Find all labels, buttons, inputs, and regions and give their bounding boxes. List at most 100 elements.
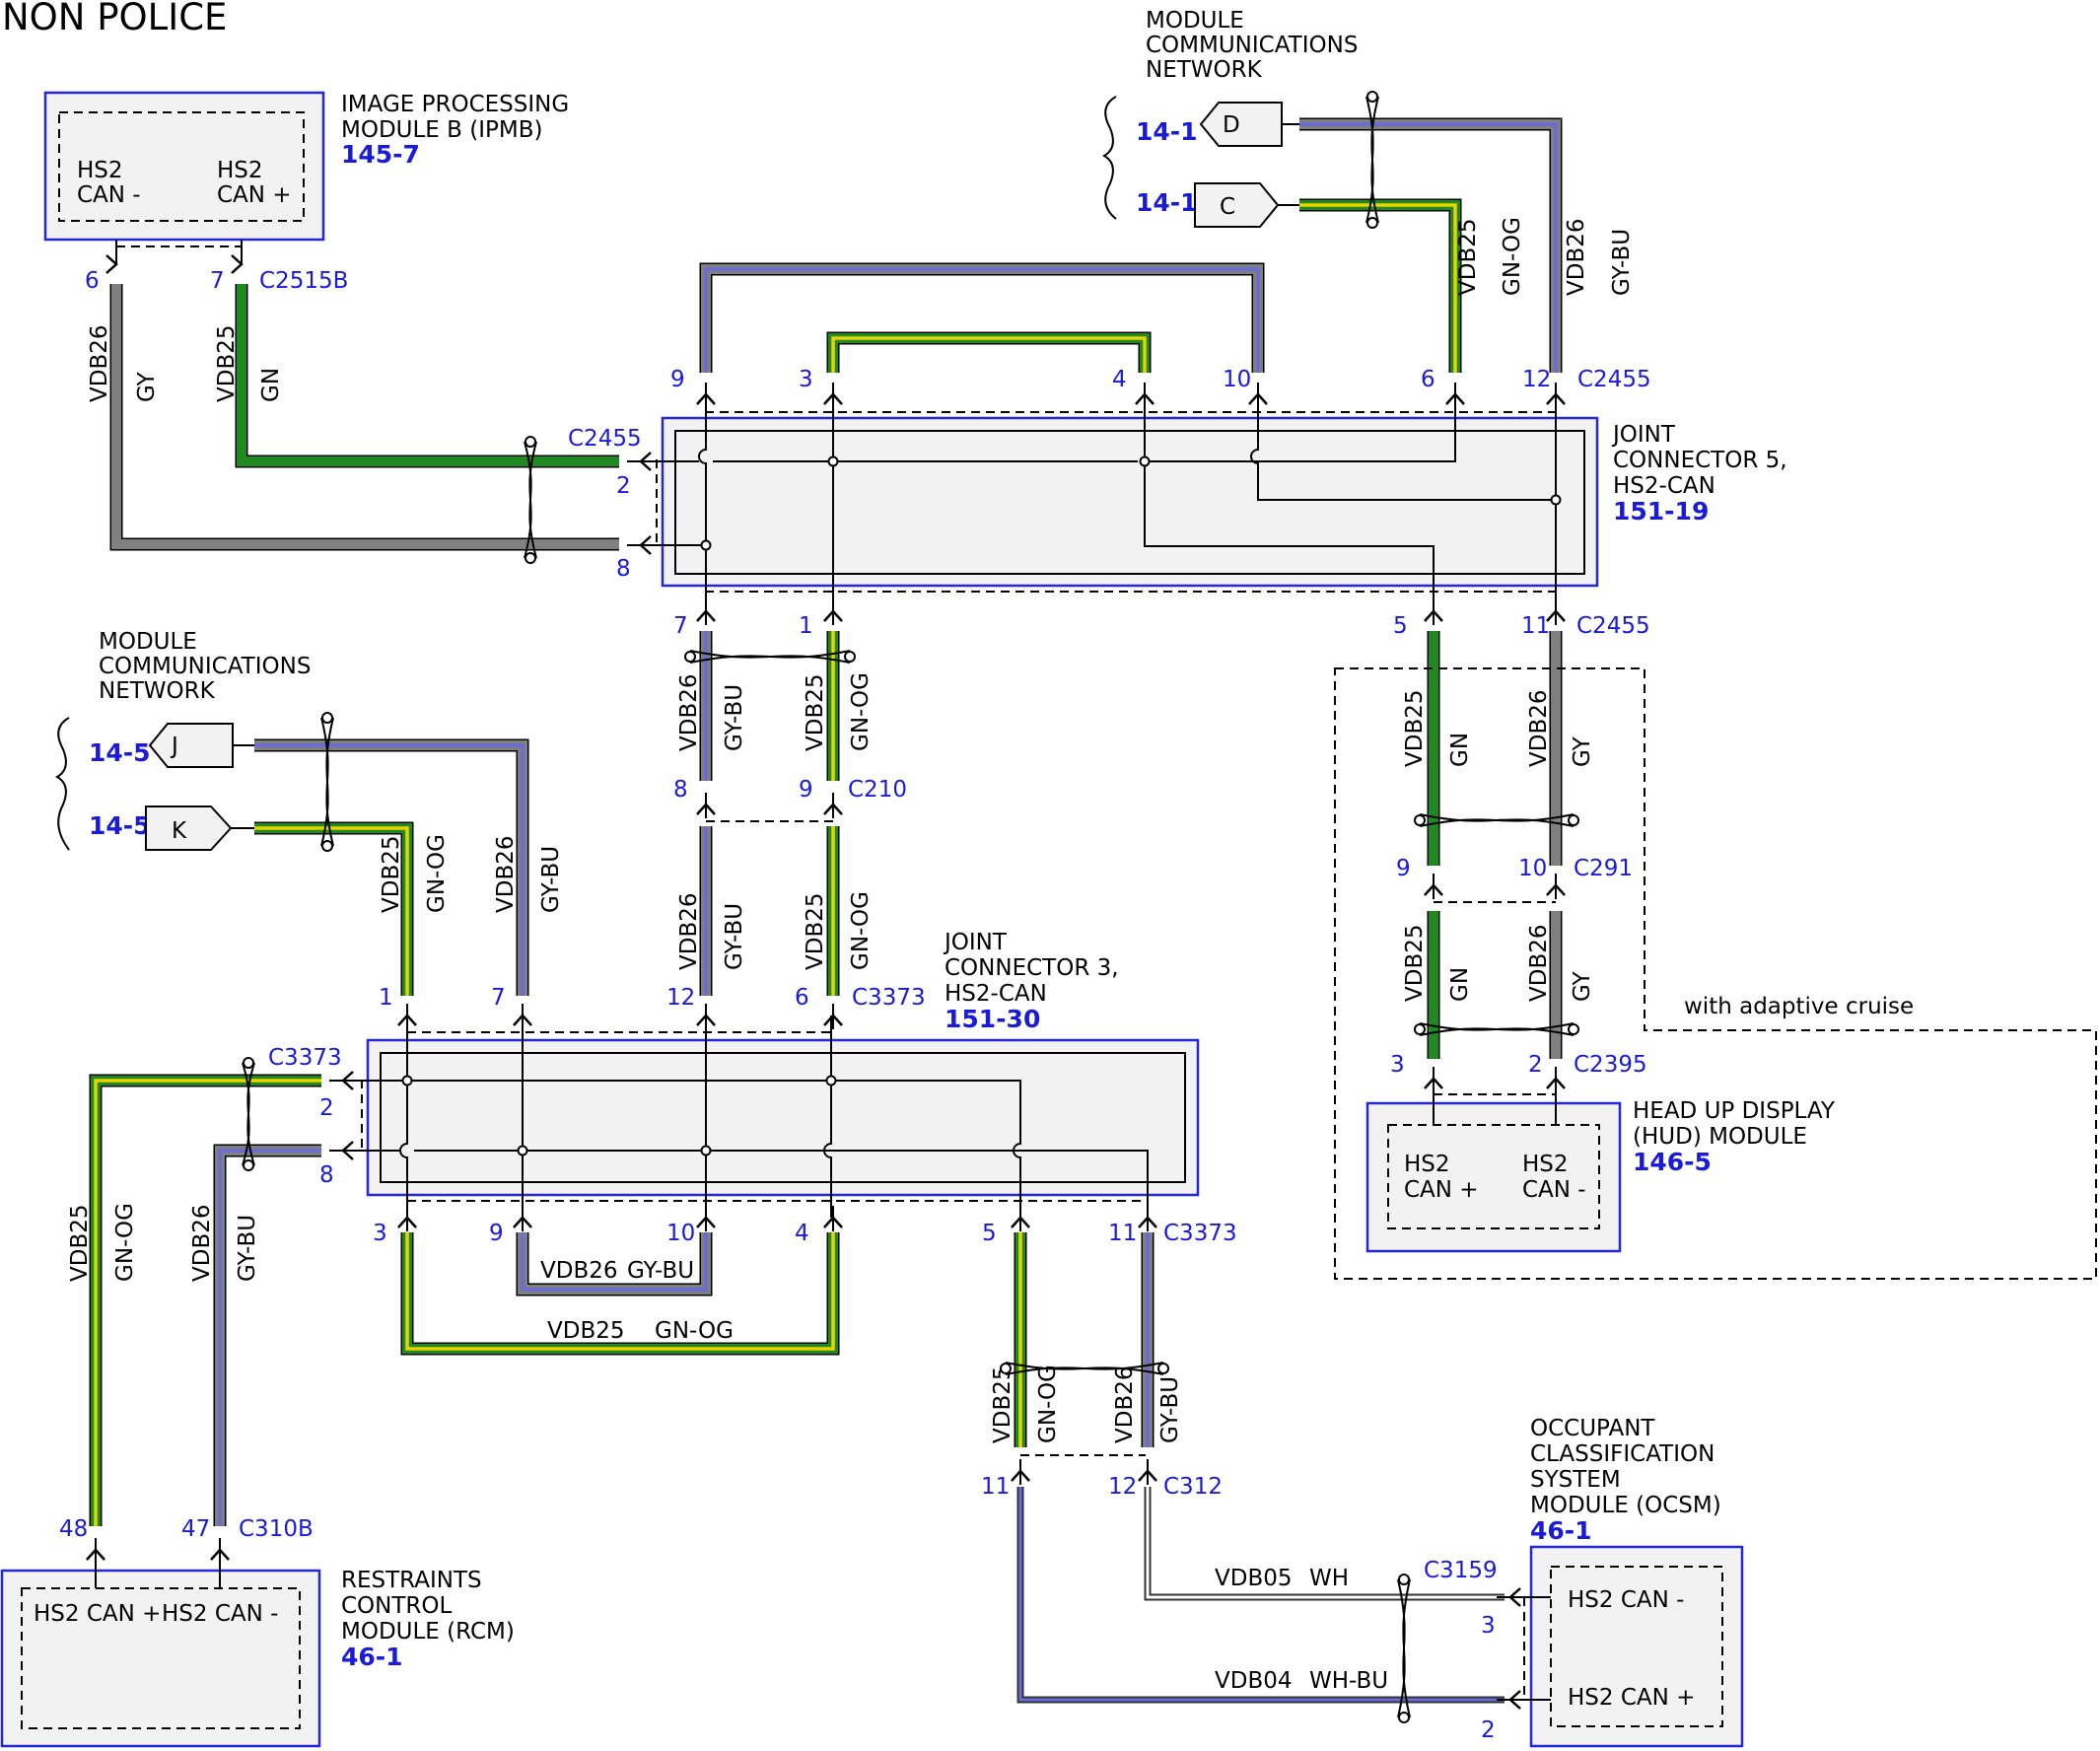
net-top-ref1: 14-1 <box>1136 117 1198 146</box>
twisted-pair-icon-mid-end2 <box>844 651 856 663</box>
twisted-pair-icon-c312-end2 <box>1157 1363 1169 1374</box>
ocsm-ref: 46-1 <box>1530 1516 1592 1545</box>
net-left-ref1: 14-5 <box>89 738 151 767</box>
mid-w2-color: GN-OG <box>848 672 874 751</box>
ocsm-name-line1: OCCUPANT <box>1530 1416 1655 1441</box>
jc3-loop2-circuit: VDB25 <box>547 1318 625 1344</box>
wire-rcm-gybu-stripe <box>218 1149 321 1526</box>
rcm-name-line3: MODULE (RCM) <box>341 1619 515 1645</box>
net-left-tag-j: J <box>170 734 178 759</box>
twisted-pair-icon-ocsm-end2 <box>1398 1712 1410 1723</box>
wire-ocsm-whbu-core <box>1018 1487 1505 1702</box>
ipmb-pin-pos-line1: HS2 <box>217 158 263 183</box>
twisted-pair-icon-ocsm <box>1397 1574 1411 1723</box>
left-w2-circuit: VDB26 <box>493 836 519 914</box>
mid-w2-circuit: VDB25 <box>803 674 828 752</box>
net-top-line1: MODULE <box>1146 8 1244 34</box>
jc5-traces <box>641 394 1557 611</box>
net-left-ref2: 14-5 <box>89 811 151 840</box>
c291-label: C291 <box>1574 856 1633 881</box>
jc5-top-pin-10: 10 <box>1223 367 1251 392</box>
joint-connector-3: JOINT CONNECTOR 3, HS2-CAN 151-30 <box>366 930 1200 1197</box>
jc5-top-pin-4: 4 <box>1112 367 1127 392</box>
wire-net-top-gybu <box>1299 117 1563 373</box>
wire-jc5-loop-gybu-outline <box>699 262 1265 373</box>
c310b-pin-48: 48 <box>59 1516 88 1542</box>
mid-w1-color: GY-BU <box>722 684 747 751</box>
c310b-pin-47: 47 <box>181 1516 210 1542</box>
wire-rcm-gybu <box>213 1144 321 1526</box>
twisted-pair-icon-top-b <box>1365 96 1379 224</box>
net-top-ref2: 14-1 <box>1136 188 1198 217</box>
rcm-w2-circuit: VDB26 <box>189 1205 215 1283</box>
rcm-inner <box>21 1587 301 1729</box>
twisted-pair-icon-mid-b <box>689 650 851 664</box>
c312-pin-11: 11 <box>981 1474 1010 1500</box>
rcm-module: HS2 CAN + HS2 CAN - RESTRAINTS CONTROL M… <box>0 1568 515 1748</box>
page-title: NON POLICE <box>2 0 227 38</box>
jc3-outline <box>366 1038 1200 1197</box>
hud-w4-circuit: VDB26 <box>1526 925 1552 1003</box>
ocsm-pin-pos: HS2 CAN + <box>1568 1685 1695 1711</box>
mid-w3-circuit: VDB26 <box>676 893 702 971</box>
twisted-pair-icon-top <box>1365 91 1379 229</box>
net-top-brace <box>1101 96 1117 220</box>
jc3-inner <box>380 1052 1186 1183</box>
c210-pin-8: 8 <box>673 777 688 803</box>
joint-connector-5: JOINT CONNECTOR 5, HS2-CAN 151-19 <box>661 416 1787 588</box>
rcm-name-line2: CONTROL <box>341 1593 453 1619</box>
twisted-pair-icon-ipmb <box>524 436 537 564</box>
twisted-pair-icon-rcm-end2 <box>243 1159 254 1171</box>
wire-jc5-loop-gybu <box>699 262 1265 373</box>
ipmb-pin-pos-line2: CAN + <box>217 182 292 208</box>
hud-pin-pos-line1: HS2 <box>1404 1152 1450 1177</box>
wire-jc3-loop-gybu <box>516 1232 713 1296</box>
ipmb-pin7: 7 <box>210 268 225 294</box>
ipmb-module: HS2 CAN - HS2 CAN + IMAGE PROCESSING MOD… <box>43 91 569 242</box>
net-left-line1: MODULE <box>99 629 197 655</box>
jc3-bottom-pin-4: 4 <box>795 1221 809 1246</box>
jc3-loop1-circuit: VDB26 <box>540 1258 618 1284</box>
wire-jc3-loop-gnog <box>400 1232 840 1356</box>
jc5-inner <box>674 430 1585 575</box>
ocsm-inner <box>1550 1566 1723 1727</box>
splice-dot-icon-6 <box>700 1145 712 1156</box>
jc3-loop2-color: GN-OG <box>655 1318 734 1344</box>
mid-w4-color: GN-OG <box>848 891 874 970</box>
jc5-outline <box>661 416 1599 588</box>
wire-jc5-loop-gybu-stripe <box>704 267 1260 373</box>
wire-ocsm-wh-core <box>1146 1487 1505 1599</box>
hud-module: HS2 CAN + HS2 CAN - HEAD UP DISPLAY (HUD… <box>1365 1098 1836 1253</box>
jc5-bottom-pin-1: 1 <box>799 613 813 639</box>
wire-ipmb-gn-fill <box>237 284 619 466</box>
jc3-top-pin-7: 7 <box>491 985 506 1011</box>
rcm-pin-pos: HS2 CAN + <box>34 1601 161 1627</box>
ocsm-name-line2: CLASSIFICATION <box>1530 1441 1715 1467</box>
jc3-name-line3: HS2-CAN <box>945 981 1047 1007</box>
ocsm-module: HS2 CAN - HS2 CAN + OCCUPANT CLASSIFICAT… <box>1529 1416 1744 1748</box>
twisted-pair-icon-hud1 <box>1414 813 1579 827</box>
c3373-left-label: C3373 <box>268 1045 342 1071</box>
c3159-label: C3159 <box>1424 1558 1498 1583</box>
twisted-pair-icon-ocsm-end1 <box>1398 1574 1410 1585</box>
jc3-bottom-pin-11: 11 <box>1108 1221 1137 1246</box>
hud-outline <box>1365 1101 1622 1253</box>
twisted-pair-icon-mid <box>684 650 856 664</box>
twisted-pair-icon-hud1-end2 <box>1568 814 1579 826</box>
mid-w3-color: GY-BU <box>722 903 747 970</box>
c310b-label: C310B <box>239 1516 314 1542</box>
left-w2-color: GY-BU <box>538 846 564 913</box>
ipmb-pin-neg-line2: CAN - <box>77 182 141 208</box>
wire-net-left-gybu <box>254 738 529 996</box>
adaptive-cruise-label: with adaptive cruise <box>1684 994 1914 1019</box>
wire-net-top-gnog <box>1299 198 1462 373</box>
twisted-pair-icon-mid-end1 <box>684 651 696 663</box>
net-left-line2: COMMUNICATIONS <box>99 654 311 679</box>
c291-pin-10: 10 <box>1518 856 1547 881</box>
rcm-w1-circuit: VDB25 <box>67 1205 93 1283</box>
ipmb-w1-circuit: VDB26 <box>87 325 112 403</box>
twisted-pair-icon-c312 <box>1000 1362 1169 1375</box>
wires-layer <box>89 117 1563 1704</box>
wire-rcm-gybu-fill <box>215 1146 321 1526</box>
